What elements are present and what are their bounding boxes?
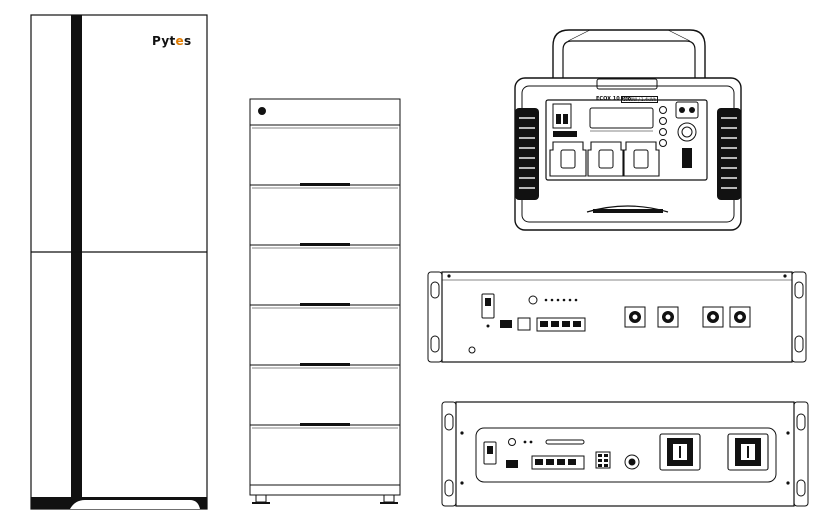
brand-prefix: Pyt xyxy=(152,34,176,48)
brand-accent: e xyxy=(175,34,184,48)
battery-cabinet xyxy=(30,14,208,510)
stacked-battery-tower xyxy=(249,98,401,504)
pytes-logo: Pytes xyxy=(152,34,191,48)
rack-battery-module-2 xyxy=(441,401,809,507)
rack-battery-module-1 xyxy=(427,271,807,363)
brand-suffix: s xyxy=(183,34,192,48)
portable-spec-label: 1000W / 1.4kWh xyxy=(621,96,659,103)
portable-power-station xyxy=(514,29,742,231)
portable-model-label: ECOX 10 Pro xyxy=(596,96,632,102)
